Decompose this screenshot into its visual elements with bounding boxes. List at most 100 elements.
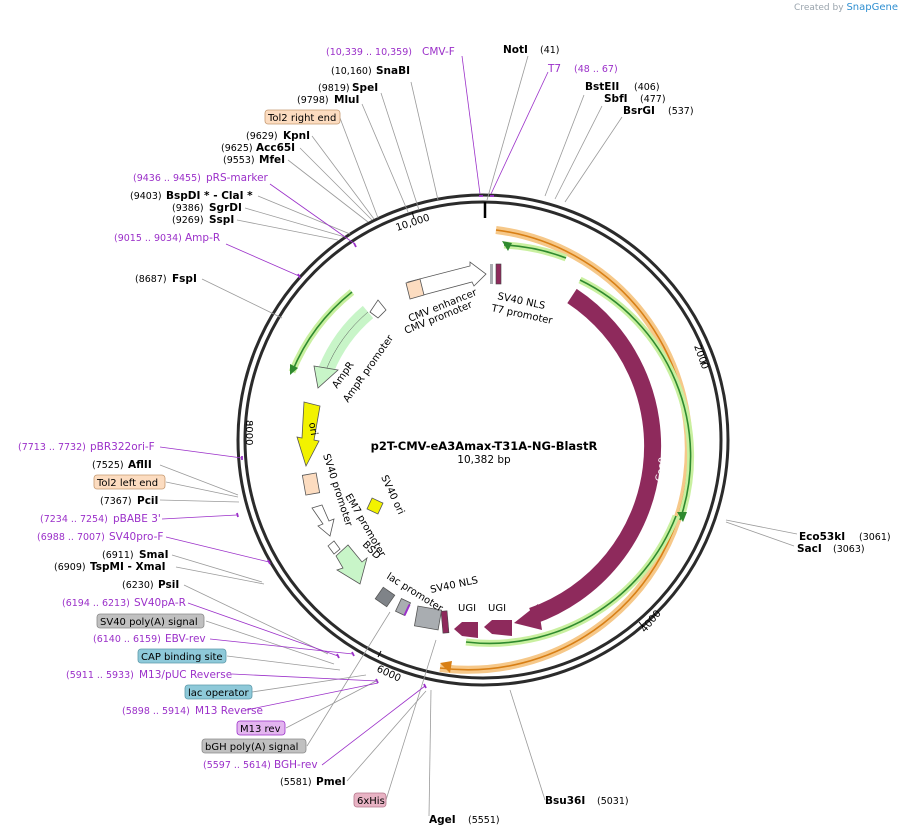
m13-rev-primer-mark: [403, 604, 411, 616]
site-name-smai[interactable]: SmaI: [139, 549, 169, 561]
orf-arc-right: [579, 279, 692, 521]
leader-line-prsmarker: [269, 183, 356, 245]
site-name-bghrev[interactable]: BGH-rev: [274, 759, 318, 771]
site-name-bsrgi[interactable]: BsrGI: [623, 105, 655, 117]
cmv-enhancer-feature: [405, 278, 425, 300]
site-name-pcii[interactable]: PciI: [137, 495, 158, 507]
cap-binding-box[interactable]: [137, 648, 227, 664]
site-pos-sbfi: (477): [640, 94, 666, 105]
site-name-pmei[interactable]: PmeI: [316, 776, 346, 788]
six-his-box[interactable]: [353, 792, 387, 808]
site-name-pbr322[interactable]: pBR322ori-F: [90, 441, 155, 453]
site-name-noti[interactable]: NotI: [503, 44, 528, 56]
site-name-bspdi[interactable]: BspDI * - ClaI *: [166, 190, 253, 202]
tol2-right-end-box[interactable]: [264, 109, 341, 125]
lac-operator-box[interactable]: [184, 684, 253, 700]
site-pos-bsrgi: (537): [668, 106, 694, 117]
site-pos-sv40par: (6194 .. 6213): [62, 598, 130, 609]
leader-line-snabi: [410, 81, 439, 201]
site-pos-noti: (41): [540, 45, 560, 56]
plasmid-length: 10,382 bp: [457, 454, 511, 466]
site-name-m13rev[interactable]: M13 Reverse: [195, 705, 263, 717]
site-name-eco53ki[interactable]: Eco53kI: [799, 531, 845, 543]
cas9-label: Cas9: [654, 456, 669, 482]
credit-prefix: Created by: [794, 3, 844, 13]
bsd-arrow: [335, 544, 368, 585]
leader-line-saci: [725, 521, 795, 547]
leader-line-sv40par: [187, 602, 339, 657]
ori-label: ori: [306, 422, 319, 437]
leader-line-kpni: [311, 135, 375, 220]
leader-line-pbr322: [159, 446, 243, 459]
site-pos-pmei: (5581): [280, 777, 312, 788]
m13-rev-box[interactable]: [236, 720, 286, 736]
leader-line-sixhis: [385, 639, 437, 801]
leader-line-bspdi: [257, 195, 351, 235]
tol2-left-end-box[interactable]: [93, 474, 166, 490]
site-name-amprprimer[interactable]: Amp-R: [185, 232, 220, 244]
ori-arrow: [296, 401, 321, 468]
site-name-sspi[interactable]: SspI: [209, 214, 234, 226]
site-name-t7[interactable]: T7: [547, 63, 561, 75]
leader-line-lacop: [251, 674, 367, 693]
leader-line-bghpolya: [306, 611, 391, 747]
leader-line-bsu36i: [509, 689, 546, 801]
site-pos-cmvf: (10,339 .. 10,359): [326, 47, 412, 58]
sv40-ori-label: SV40 ori: [378, 474, 406, 517]
primer-mark: [236, 512, 239, 518]
site-name-saci[interactable]: SacI: [797, 543, 822, 555]
site-pos-sspi: (9269): [172, 215, 204, 226]
site-name-pbabe[interactable]: pBABE 3': [113, 513, 161, 525]
site-name-fspi[interactable]: FspI: [172, 273, 197, 285]
leader-line-cmvf: [461, 55, 481, 195]
leader-line-sv40polya: [205, 620, 335, 665]
site-name-sv40par[interactable]: SV40pA-R: [134, 597, 186, 609]
site-name-mfei[interactable]: MfeI: [259, 154, 285, 166]
site-name-sv40prof[interactable]: SV40pro-F: [109, 531, 163, 543]
site-name-sgrdi[interactable]: SgrDI: [209, 202, 242, 214]
tol2-left-end-label: Tol2 left end: [96, 478, 158, 489]
site-name-snabi[interactable]: SnaBI: [376, 65, 410, 77]
site-pos-mlui: (9798): [297, 95, 329, 106]
ugi-2-label: UGI: [488, 603, 506, 614]
ugi-1-label: UGI: [458, 603, 476, 614]
site-pos-bghrev: (5597 .. 5614): [203, 760, 271, 771]
site-pos-acc65i: (9625): [221, 143, 253, 154]
site-name-mlui[interactable]: MluI: [334, 94, 359, 106]
backbone-inner: [243, 200, 723, 680]
site-name-agei[interactable]: AgeI: [429, 814, 456, 826]
leader-line-aflii: [159, 464, 239, 496]
tick-mark: [377, 650, 382, 658]
site-pos-bspdi: (9403): [130, 191, 162, 202]
site-name-cmvf[interactable]: CMV-F: [422, 46, 455, 58]
site-pos-saci: (3063): [833, 544, 865, 555]
leader-line-tspmi: [175, 566, 265, 585]
orf-arc-left: [291, 291, 353, 373]
site-name-psii[interactable]: PsiI: [158, 579, 179, 591]
site-name-bsu36i[interactable]: Bsu36I: [545, 795, 585, 807]
leader-line-pbabe: [161, 514, 238, 520]
tick-mark: [411, 211, 415, 219]
site-name-spei[interactable]: SpeI: [352, 82, 378, 94]
site-pos-psii: (6230): [122, 580, 154, 591]
site-name-m13puc[interactable]: M13/pUC Reverse: [139, 669, 232, 681]
bgh-polya-box[interactable]: [201, 738, 307, 754]
site-name-aflii[interactable]: AflII: [128, 459, 152, 471]
leader-line-t7: [490, 71, 549, 195]
sv40-ori-feature: [366, 497, 384, 515]
orf-arc-top-arrowhead: [502, 241, 512, 251]
leader-line-tol2right: [339, 117, 379, 219]
site-name-acc65i[interactable]: Acc65I: [256, 142, 295, 154]
site-name-tspmi[interactable]: TspMI - XmaI: [90, 561, 166, 573]
site-name-kpni[interactable]: KpnI: [283, 130, 310, 142]
site-name-sbfi[interactable]: SbfI: [604, 93, 628, 105]
site-name-ebvrev[interactable]: EBV-rev: [165, 633, 206, 645]
sv40-polya-box[interactable]: [96, 613, 205, 629]
site-name-bsteii[interactable]: BstEII: [585, 81, 619, 93]
site-pos-bsteii: (406): [634, 82, 660, 93]
leader-line-bghrev: [321, 685, 426, 766]
site-pos-amprprimer: (9015 .. 9034): [114, 233, 182, 244]
ampr-promoter-arrow: [369, 299, 387, 319]
site-name-prsmarker[interactable]: pRS-marker: [206, 172, 269, 184]
leader-line-m13puc: [231, 673, 378, 682]
